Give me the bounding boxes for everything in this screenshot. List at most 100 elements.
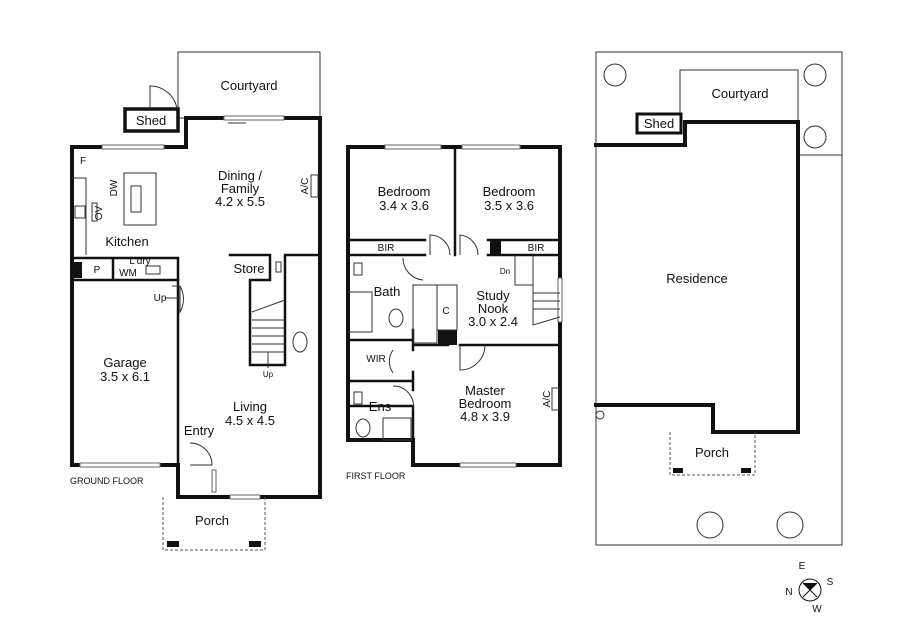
garage-size: 3.5 x 6.1 bbox=[100, 369, 150, 384]
label-bedroom-2: Bedroom bbox=[483, 184, 536, 199]
residence-outline bbox=[594, 120, 800, 434]
shed-outline bbox=[123, 107, 180, 133]
label-ensuite: Ens bbox=[369, 399, 392, 414]
label-laundry: L'dry bbox=[129, 256, 150, 267]
label-dishwasher: DW bbox=[109, 179, 120, 196]
label-kitchen: Kitchen bbox=[105, 234, 148, 249]
basin-icon bbox=[353, 391, 363, 405]
label-master-bedroom: Bedroom bbox=[459, 396, 512, 411]
site-label-shed: Shed bbox=[644, 116, 674, 131]
label-garage: Garage bbox=[103, 355, 146, 370]
first-floor-plan: Bedroom 3.4 x 3.6 Bedroom 3.5 x 3.6 BIR … bbox=[346, 144, 563, 481]
door bbox=[429, 234, 451, 256]
stairs bbox=[514, 255, 561, 326]
basin-icon bbox=[275, 261, 282, 273]
porch-post bbox=[167, 541, 179, 547]
label-bedroom-1: Bedroom bbox=[378, 184, 431, 199]
laundry-tub bbox=[145, 265, 161, 275]
tree-icon bbox=[803, 125, 827, 149]
toilet-icon bbox=[292, 331, 308, 353]
label-up-stairs: Up bbox=[263, 370, 274, 379]
master-door bbox=[459, 344, 486, 371]
master-size: 4.8 x 3.9 bbox=[460, 409, 510, 424]
bath-tub bbox=[412, 284, 438, 344]
door bbox=[459, 234, 479, 256]
oven-icon bbox=[91, 202, 98, 222]
site-courtyard bbox=[679, 69, 842, 156]
toilet-icon bbox=[355, 418, 371, 438]
linen-block bbox=[490, 240, 501, 255]
garage-door bbox=[172, 285, 184, 314]
label-pantry: P bbox=[94, 265, 101, 276]
living-size: 4.5 x 4.5 bbox=[225, 413, 275, 428]
label-bath: Bath bbox=[374, 284, 401, 299]
basin-icon bbox=[353, 262, 363, 276]
label-aircon-first: A/C bbox=[542, 391, 553, 408]
tree-icon bbox=[803, 63, 827, 87]
wir-door bbox=[388, 349, 394, 374]
tree-icon bbox=[696, 511, 724, 539]
stairs bbox=[251, 299, 286, 353]
tree-icon bbox=[603, 63, 627, 87]
stair-walls bbox=[228, 253, 322, 367]
label-nook: Nook bbox=[478, 301, 509, 316]
cooktop-icon bbox=[74, 205, 86, 219]
hws-block bbox=[72, 262, 82, 278]
window bbox=[384, 144, 442, 150]
label-aircon: A/C bbox=[300, 178, 311, 195]
compass-n: N bbox=[785, 587, 792, 598]
label-cupboard: C bbox=[442, 306, 449, 317]
cupboard-outline bbox=[436, 284, 458, 331]
site-label-residence: Residence bbox=[666, 271, 727, 286]
site-porch bbox=[669, 432, 756, 476]
window bbox=[229, 494, 261, 500]
window bbox=[461, 144, 521, 150]
label-family: Family bbox=[221, 181, 260, 196]
label-oven: OV bbox=[94, 205, 105, 220]
sink-icon bbox=[130, 185, 142, 213]
study-size: 3.0 x 2.4 bbox=[468, 314, 518, 329]
label-entry: Entry bbox=[184, 423, 215, 438]
sliding-door bbox=[223, 115, 285, 121]
label-fridge: F bbox=[80, 156, 86, 167]
window bbox=[557, 277, 563, 323]
toilet-icon bbox=[388, 308, 404, 328]
tree-icons bbox=[595, 63, 827, 539]
first-floor-walls bbox=[346, 145, 562, 467]
compass-s: S bbox=[827, 577, 834, 588]
porch-post bbox=[249, 541, 261, 547]
label-store: Store bbox=[233, 261, 264, 276]
label-shed: Shed bbox=[136, 113, 166, 128]
dining-size: 4.2 x 5.5 bbox=[215, 194, 265, 209]
ensuite-shower bbox=[382, 417, 412, 441]
label-bir-1: BIR bbox=[378, 243, 395, 254]
label-porch: Porch bbox=[195, 513, 229, 528]
tree-icon bbox=[776, 511, 804, 539]
entry-door bbox=[189, 442, 213, 466]
cupboard-block bbox=[438, 330, 457, 345]
aircon-unit bbox=[310, 174, 319, 198]
site-label-porch: Porch bbox=[695, 445, 729, 460]
kitchen-bench bbox=[72, 177, 87, 255]
bath-door bbox=[402, 257, 424, 281]
porch-outline bbox=[162, 497, 266, 551]
compass-w: W bbox=[812, 604, 822, 615]
label-master: Master bbox=[465, 383, 505, 398]
ground-floor-caption: GROUND FLOOR bbox=[70, 476, 144, 486]
porch-post bbox=[741, 468, 751, 473]
compass-icon: E S N W bbox=[785, 561, 833, 615]
label-dining: Dining / bbox=[218, 168, 262, 183]
shed-door bbox=[149, 85, 178, 110]
sidelight bbox=[211, 469, 217, 493]
label-wir: WIR bbox=[366, 354, 385, 365]
ensuite-door bbox=[392, 385, 414, 411]
label-down: Dn bbox=[500, 267, 510, 276]
kitchen-island bbox=[123, 172, 157, 226]
laundry-walls bbox=[70, 256, 180, 282]
label-washing-machine: WM bbox=[119, 268, 137, 279]
site-shed bbox=[635, 112, 683, 135]
label-study: Study bbox=[476, 288, 510, 303]
site-plan: Courtyard Shed Residence Porch bbox=[594, 51, 843, 546]
label-bir-2: BIR bbox=[528, 243, 545, 254]
